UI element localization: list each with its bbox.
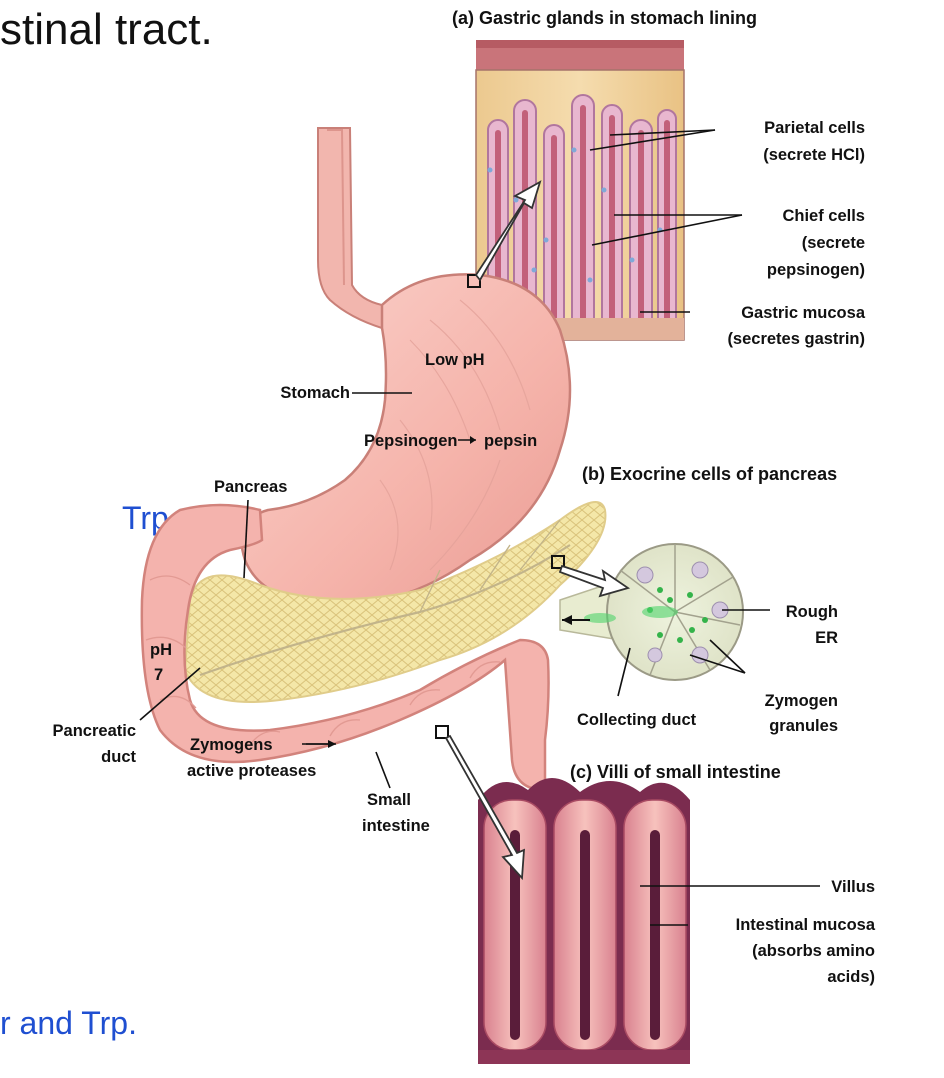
label-pepsinogen: Pepsinogen: [364, 432, 458, 450]
label-zymogens: Zymogens: [190, 736, 273, 754]
label-gastric-mucosa: Gastric mucosa: [741, 304, 866, 322]
label-low-ph: Low pH: [425, 351, 485, 369]
label-intestinal-mucosa-3: acids): [827, 968, 875, 986]
label-collecting-duct: Collecting duct: [577, 711, 697, 729]
label-pancreatic-duct: Pancreatic: [53, 722, 136, 740]
label-villus: Villus: [831, 878, 875, 896]
label-small-intestine-2: intestine: [362, 817, 430, 835]
label-chief-note-2: pepsinogen): [767, 261, 865, 279]
panel-b-title: (b) Exocrine cells of pancreas: [582, 464, 837, 484]
panel-a-title: (a) Gastric glands in stomach lining: [452, 8, 757, 28]
label-pancreatic-duct-2: duct: [101, 748, 136, 766]
label-ph-value: 7: [154, 666, 163, 684]
villi-block: [478, 778, 690, 1064]
label-chief-note-1: (secrete: [802, 234, 865, 252]
label-pepsin: pepsin: [484, 432, 537, 450]
label-stomach: Stomach: [280, 384, 350, 402]
label-small-intestine: Small: [367, 791, 411, 809]
label-rough-er-2: ER: [815, 629, 838, 647]
label-rough-er: Rough: [786, 603, 838, 621]
label-zymogen-granules: Zymogen: [765, 692, 838, 710]
pancreatic-acinus: [560, 544, 743, 680]
label-parietal-cells: Parietal cells: [764, 119, 865, 137]
label-zymogen-granules-2: granules: [769, 717, 838, 735]
label-gastric-mucosa-note: (secretes gastrin): [727, 330, 865, 348]
label-pancreas: Pancreas: [214, 478, 287, 496]
label-intestinal-mucosa: Intestinal mucosa: [736, 916, 876, 934]
label-chief-cells: Chief cells: [782, 207, 865, 225]
label-intestinal-mucosa-2: (absorbs amino: [752, 942, 875, 960]
panel-c-title: (c) Villi of small intestine: [570, 762, 781, 782]
label-parietal-note: (secrete HCl): [763, 146, 865, 164]
label-active-proteases: active proteases: [187, 762, 316, 780]
label-ph: pH: [150, 641, 172, 659]
